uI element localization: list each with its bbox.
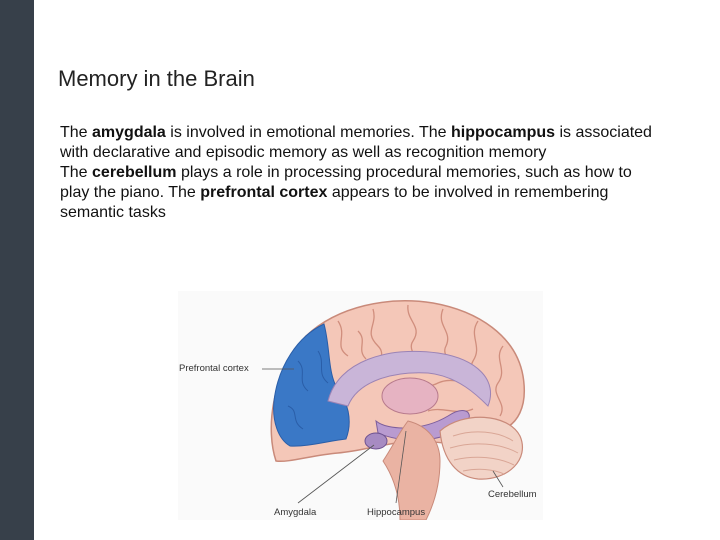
brain-diagram: Prefrontal cortex Amygdala Hippocampus C…	[178, 291, 543, 521]
side-accent-bar	[0, 0, 34, 540]
paragraph-cerebellum-prefrontal: The cerebellum plays a role in processin…	[60, 164, 632, 221]
slide-body: The amygdala is involved in emotional me…	[60, 123, 660, 223]
amygdala-leader-line	[297, 444, 375, 504]
term-prefrontal-cortex: prefrontal cortex	[200, 184, 328, 201]
term-hippocampus: hippocampus	[451, 124, 556, 141]
paragraph-amygdala-hippocampus: The amygdala is involved in emotional me…	[60, 124, 652, 161]
prefrontal-folds	[287, 350, 329, 430]
cerebellum-folds	[449, 431, 519, 475]
leader-lines	[262, 368, 504, 504]
hippocampus-leader-line	[395, 430, 407, 504]
amygdala-region	[364, 432, 388, 450]
limbic-arc	[327, 350, 491, 407]
prefrontal-cortex-region	[273, 323, 350, 447]
term-cerebellum: cerebellum	[92, 164, 177, 181]
term-amygdala: amygdala	[92, 124, 166, 141]
slide-title: Memory in the Brain	[58, 66, 255, 91]
brain-illustration: Prefrontal cortex Amygdala Hippocampus C…	[178, 291, 543, 521]
label-cerebellum: Cerebellum	[488, 489, 537, 500]
thalamus	[381, 377, 439, 415]
label-prefrontal-cortex: Prefrontal cortex	[179, 363, 249, 374]
label-hippocampus: Hippocampus	[367, 507, 425, 518]
cerebellum-leader-line	[492, 470, 504, 488]
cerebellum-region	[439, 416, 523, 480]
label-amygdala: Amygdala	[274, 507, 317, 518]
